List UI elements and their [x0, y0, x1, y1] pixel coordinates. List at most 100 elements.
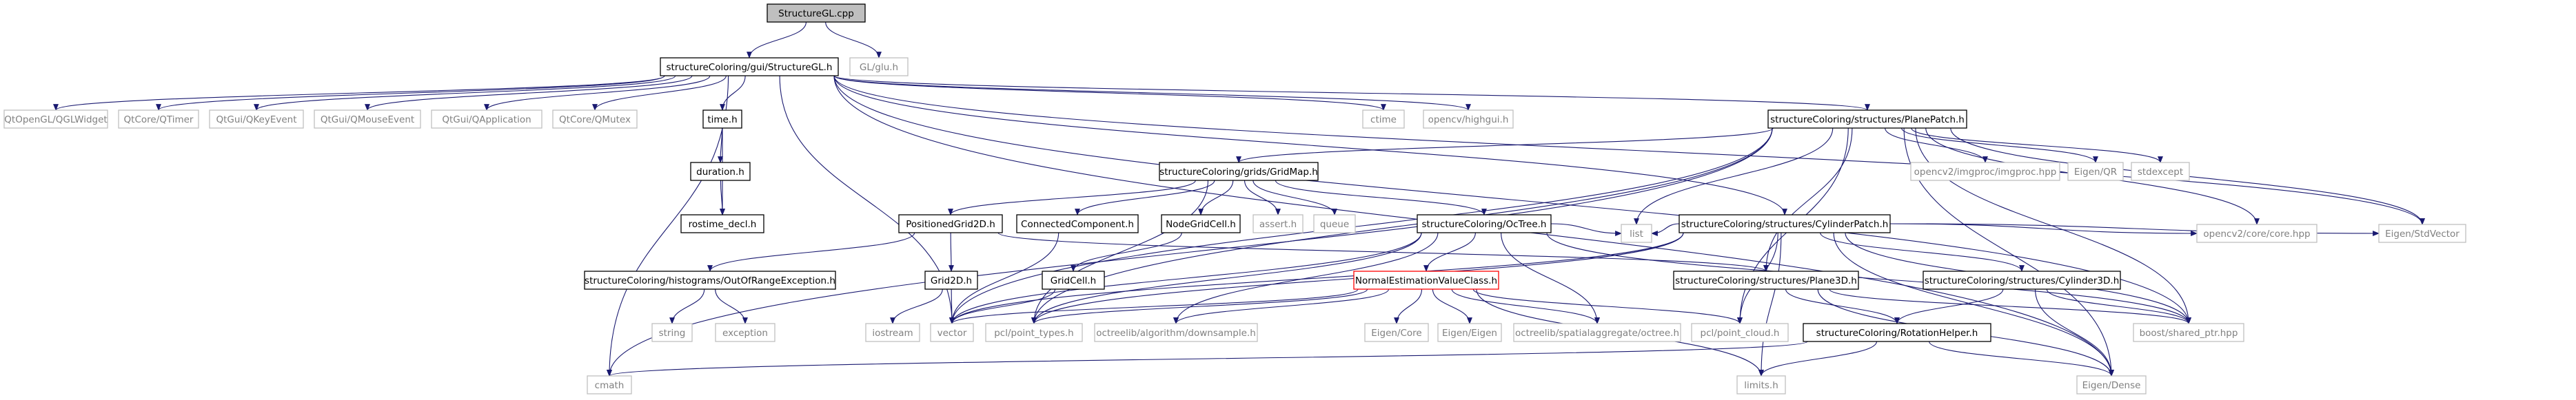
edge-cylinderpatch-to-limits-h [1758, 232, 1782, 377]
svg-text:NodeGridCell.h: NodeGridCell.h [1166, 219, 1236, 230]
node-duration-h[interactable]: duration.h [690, 162, 751, 181]
svg-text:assert.h: assert.h [1259, 219, 1297, 230]
svg-text:Eigen/Core: Eigen/Core [1371, 328, 1422, 339]
edge-cylinderpatch-to-vector [949, 232, 1684, 324]
edge-grid2d-to-vector [949, 288, 955, 324]
edge-plane3d-to-rotationhelper [1785, 288, 1900, 324]
node-rostime-decl-h[interactable]: rostime_decl.h [680, 214, 764, 233]
node-qapplication: QtGui/QApplication [431, 109, 542, 129]
svg-text:Eigen/Eigen: Eigen/Eigen [1442, 328, 1497, 339]
svg-text:QtCore/QTimer: QtCore/QTimer [124, 114, 194, 125]
edge-rotationhelper-to-cmath [607, 341, 1808, 377]
node-exception: exception [715, 323, 775, 342]
node-time-h[interactable]: time.h [702, 109, 742, 129]
node-nodegridcell[interactable]: NodeGridCell.h [1161, 214, 1241, 233]
node-eigen-dense: Eigen/Dense [2076, 375, 2147, 394]
node-structuregl-h[interactable]: structureColoring/gui/StructureGL.h [660, 57, 839, 76]
edge-planepatch-to-gridmap [1236, 127, 1774, 163]
edge-planepatch-to-vector [949, 127, 1773, 324]
svg-text:NormalEstimationValueClass.h: NormalEstimationValueClass.h [1355, 275, 1497, 286]
node-gridcell[interactable]: GridCell.h [1042, 271, 1105, 290]
node-ctime: ctime [1362, 109, 1405, 129]
edge-structuregl-h-to-highgui [833, 75, 1471, 111]
svg-text:stdexcept: stdexcept [2138, 167, 2183, 178]
svg-text:string: string [659, 328, 686, 339]
svg-text:boost/shared_ptr.hpp: boost/shared_ptr.hpp [2140, 328, 2238, 339]
edge-normalestimation-to-vector [949, 288, 1359, 324]
node-glu-h: GL/glu.h [849, 57, 909, 76]
edge-planepatch-to-eigen-qr [1901, 127, 2098, 163]
svg-text:QtGui/QKeyEvent: QtGui/QKeyEvent [216, 114, 296, 125]
edge-connectedcomponent-to-vector [949, 232, 1059, 324]
node-qkeyevent: QtGui/QKeyEvent [209, 109, 304, 129]
node-positionedgrid2d[interactable]: PositionedGrid2D.h [898, 214, 1003, 233]
svg-text:pcl/point_types.h: pcl/point_types.h [994, 328, 1074, 339]
node-normalestimation[interactable]: NormalEstimationValueClass.h [1353, 271, 1499, 290]
edge-planepatch-to-plane3d [1763, 127, 1853, 272]
node-stdexcept: stdexcept [2131, 162, 2190, 181]
node-eigen-qr: Eigen/QR [2067, 162, 2124, 181]
edge-grid2d-to-iostream [890, 288, 943, 324]
node-planepatch[interactable]: structureColoring/structures/PlanePatch.… [1767, 109, 1967, 129]
edge-octree-h-to-vector [949, 232, 1422, 324]
svg-text:ConnectedComponent.h: ConnectedComponent.h [1021, 219, 1134, 230]
edge-plane3d-to-shared-ptr [1829, 288, 2191, 324]
node-highgui: opencv/highgui.h [1423, 109, 1514, 129]
svg-text:structureColoring/grids/GridMa: structureColoring/grids/GridMap.h [1159, 167, 1318, 178]
edge-gridmap-to-queue [1252, 180, 1337, 215]
node-downsample: octreelib/algorithm/downsample.h [1094, 323, 1258, 342]
node-cylinderpatch[interactable]: structureColoring/structures/CylinderPat… [1679, 214, 1891, 233]
node-rotationhelper[interactable]: structureColoring/RotationHelper.h [1803, 323, 1991, 342]
edge-gridmap-to-nodegridcell [1198, 180, 1234, 215]
svg-text:rostime_decl.h: rostime_decl.h [689, 219, 757, 230]
edge-octree-h-to-list [1550, 223, 1622, 236]
node-root[interactable]: StructureGL.cpp [767, 3, 866, 23]
node-outofrange[interactable]: structureColoring/histograms/OutOfRangeE… [584, 271, 836, 290]
node-cylinder3d[interactable]: structureColoring/structures/Cylinder3D.… [1923, 271, 2121, 290]
edge-octree-h-to-spatialaggregate [1501, 232, 1600, 324]
edge-root-to-glu-h [825, 21, 882, 59]
edge-planepatch-to-pcl-point-types [1031, 127, 1773, 324]
svg-text:QtGui/QMouseEvent: QtGui/QMouseEvent [321, 114, 414, 125]
node-plane3d[interactable]: structureColoring/structures/Plane3D.h [1673, 271, 1859, 290]
edge-octree-h-to-shared-ptr [1546, 232, 2191, 324]
edge-planepatch-to-stdexcept [1911, 127, 2163, 163]
svg-text:PositionedGrid2D.h: PositionedGrid2D.h [906, 219, 995, 230]
edge-rotationhelper-to-eigen-dense [1929, 341, 2114, 377]
edge-cylinder3d-to-rotationhelper [1894, 288, 2004, 324]
edge-structuregl-h-to-qtimer [156, 75, 665, 111]
edge-normalestimation-to-pcl-point-cloud [1472, 288, 1743, 324]
edge-structuregl-h-to-qmouseevent [365, 75, 693, 111]
node-gridmap[interactable]: structureColoring/grids/GridMap.h [1159, 162, 1319, 181]
svg-text:ctime: ctime [1370, 114, 1397, 125]
node-pcl-point-types: pcl/point_types.h [985, 323, 1083, 342]
node-eigen-core: Eigen/Core [1364, 323, 1429, 342]
node-imgproc: opencv2/imgproc/imgproc.hpp [1910, 162, 2060, 181]
svg-text:structureColoring/gui/Structur: structureColoring/gui/StructureGL.h [667, 62, 833, 73]
svg-text:list: list [1630, 229, 1643, 240]
node-assert-h: assert.h [1252, 214, 1304, 233]
svg-text:opencv/highgui.h: opencv/highgui.h [1428, 114, 1509, 125]
node-qglwidget: QtOpenGL/QGLWidget [3, 109, 108, 129]
svg-text:structureColoring/OcTree.h: structureColoring/OcTree.h [1422, 219, 1547, 230]
node-grid2d[interactable]: Grid2D.h [924, 271, 978, 290]
node-connectedcomponent[interactable]: ConnectedComponent.h [1016, 214, 1139, 233]
svg-text:structureColoring/structures/C: structureColoring/structures/CylinderPat… [1681, 219, 1889, 230]
edge-structuregl-h-to-time-h [720, 75, 746, 111]
svg-text:structureColoring/structures/P: structureColoring/structures/Plane3D.h [1675, 275, 1857, 286]
node-octree-h[interactable]: structureColoring/OcTree.h [1417, 214, 1552, 233]
svg-text:Eigen/Dense: Eigen/Dense [2082, 380, 2141, 391]
svg-text:Eigen/StdVector: Eigen/StdVector [2385, 229, 2460, 240]
node-shared-ptr: boost/shared_ptr.hpp [2133, 323, 2244, 342]
svg-text:QtGui/QApplication: QtGui/QApplication [442, 114, 531, 125]
edge-normalestimation-to-eigen-core [1394, 288, 1423, 324]
node-opencv-core: opencv2/core/core.hpp [2196, 224, 2318, 243]
edge-cylinderpatch-to-list [1651, 223, 1680, 236]
svg-text:GL/glu.h: GL/glu.h [860, 62, 898, 73]
node-qmutex: QtCore/QMutex [552, 109, 638, 129]
svg-text:exception: exception [722, 328, 768, 339]
edge-structuregl-h-to-qkeyevent [254, 75, 676, 111]
svg-text:opencv2/imgproc/imgproc.hpp: opencv2/imgproc/imgproc.hpp [1914, 167, 2057, 178]
edge-structuregl-h-to-qmutex [592, 75, 727, 111]
